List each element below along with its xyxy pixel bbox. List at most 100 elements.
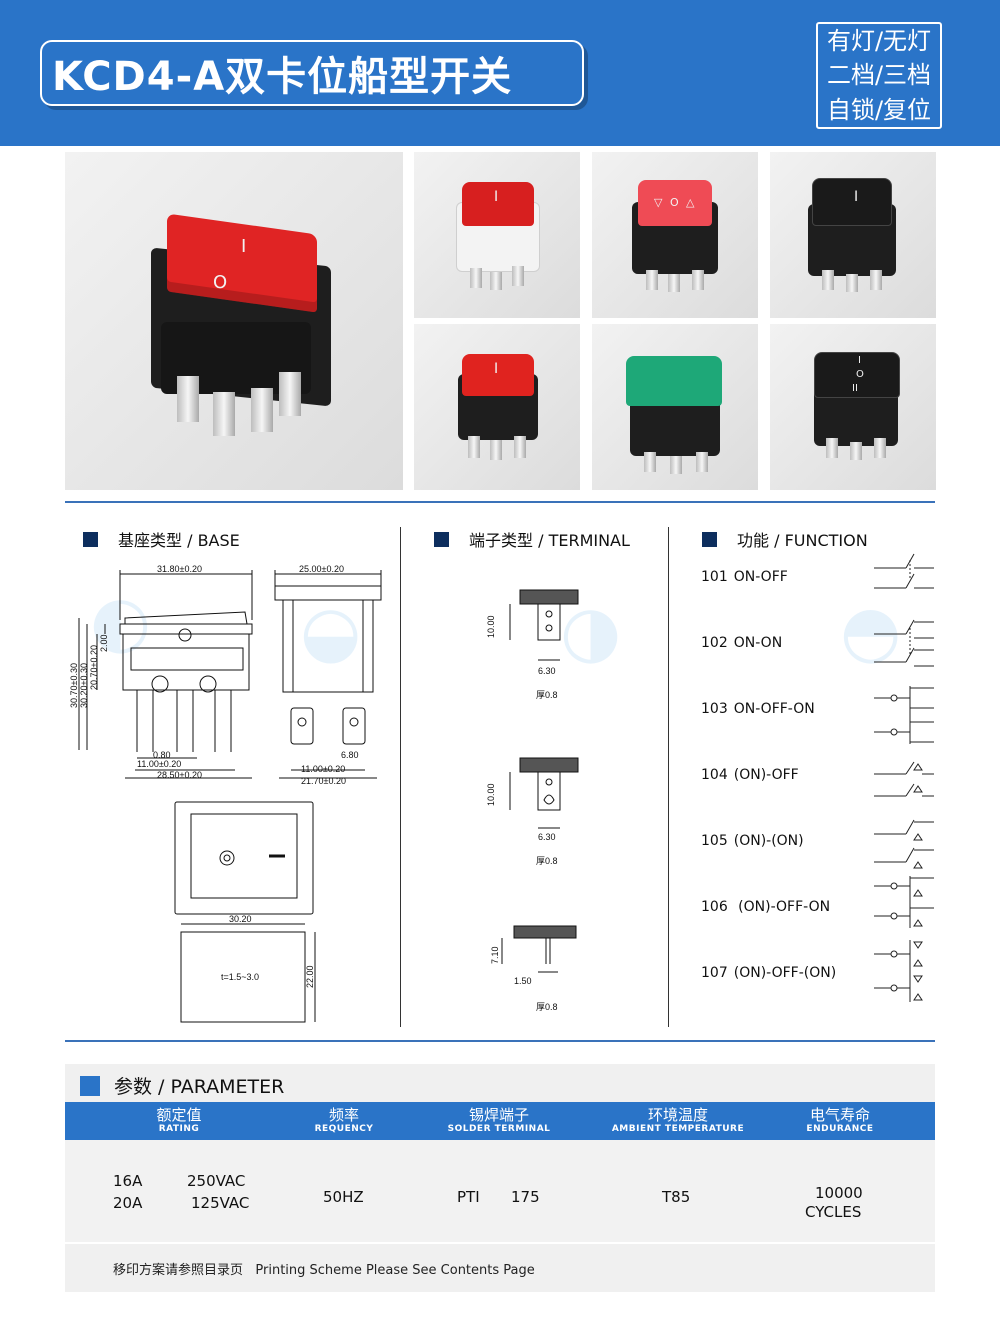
function-code: 102 xyxy=(701,635,728,651)
function-code: 101 xyxy=(701,569,728,585)
dim-d2: 11.00±0.20 xyxy=(137,759,181,769)
column-divider xyxy=(400,527,401,1027)
dim-h4: 2.00 xyxy=(99,634,109,652)
function-code: 103 xyxy=(701,701,728,717)
terminal-1-width: 6.30 xyxy=(538,666,556,676)
rocker-symbol: I xyxy=(494,189,499,205)
rocker-symbol-on: I xyxy=(241,236,247,257)
variant-photo-4: I xyxy=(414,324,580,490)
rocker-symbol-off: O xyxy=(213,272,228,293)
switch-rocker xyxy=(462,182,534,226)
terminal-2-height: 10.00 xyxy=(486,783,496,806)
col-frequency: 频率 REQUENCY xyxy=(285,1102,403,1140)
terminal-1-height: 10.00 xyxy=(486,615,496,638)
terminal-1-thickness: 厚0.8 xyxy=(536,690,558,700)
function-name: (ON)-OFF-(ON) xyxy=(733,965,837,981)
col-rating: 额定值 RATING xyxy=(115,1102,243,1140)
heading-marker xyxy=(83,531,98,547)
terminal-pin xyxy=(846,274,858,292)
heading-marker xyxy=(434,531,449,547)
temperature-value: T85 xyxy=(662,1188,691,1206)
dim-h3: 20.70±0.20 xyxy=(89,645,99,690)
function-code: 107 xyxy=(701,965,728,981)
rocker-symbol: I xyxy=(494,361,499,377)
rocker-symbol: ▽ xyxy=(654,196,663,209)
divider-top xyxy=(65,501,935,503)
rocker-symbol: II xyxy=(852,383,858,394)
watermark: ◓ xyxy=(840,590,902,672)
base-heading-text: 基座类型 / BASE xyxy=(118,531,240,550)
terminal-pin xyxy=(696,452,708,472)
base-drawing: 31.80±0.20 25.00±0.20 30.70±0.30 30.20±0… xyxy=(69,564,382,1023)
col-rating-en: RATING xyxy=(158,1124,200,1134)
endurance-unit: CYCLES xyxy=(805,1203,862,1221)
terminal-2-width: 6.30 xyxy=(538,832,556,842)
divider-middle xyxy=(65,1040,935,1042)
terminal-pin xyxy=(668,274,680,292)
function-name: (ON)-OFF xyxy=(733,767,799,783)
dim-d4: 6.80 xyxy=(341,750,359,760)
function-105: 105 (ON)-(ON) xyxy=(701,833,804,849)
dim-h1: 30.70±0.30 xyxy=(69,663,79,708)
rocker-symbol: O xyxy=(670,196,679,209)
switch-rocker xyxy=(638,180,712,226)
terminal-pin xyxy=(279,372,301,416)
frequency-value: 50HZ xyxy=(323,1188,364,1206)
dim-side-width: 25.00±0.20 xyxy=(299,564,344,574)
terminal-pin xyxy=(490,440,502,460)
dim-d1: 0.80 xyxy=(153,750,171,760)
tag-light: 有灯/无灯 xyxy=(826,27,932,56)
variant-photo-5 xyxy=(592,324,758,490)
terminal-pin xyxy=(177,376,199,422)
function-code: 106 xyxy=(701,899,728,915)
rating-amp-2: 20A xyxy=(113,1194,143,1212)
switch-rocker xyxy=(814,352,900,398)
parameter-table-header: 额定值 RATING 频率 REQUENCY 锡焊端子 SOLDER TERMI… xyxy=(65,1102,935,1140)
terminal-pin xyxy=(251,388,273,432)
variant-photo-6: I O II xyxy=(770,324,936,490)
main-product-photo: I O xyxy=(65,152,403,490)
parameter-table-body xyxy=(65,1140,935,1244)
terminal-pin xyxy=(644,452,656,472)
dim-top-width: 31.80±0.20 xyxy=(157,564,202,574)
column-divider xyxy=(668,527,669,1027)
printing-note: 移印方案请参照目录页 Printing Scheme Please See Co… xyxy=(113,1263,535,1278)
rocker-symbol: I xyxy=(854,189,859,205)
dim-panel-thickness: t=1.5~3.0 xyxy=(221,972,259,982)
col-endurance: 电气寿命 ENDURANCE xyxy=(781,1102,899,1140)
variant-photo-1: I xyxy=(414,152,580,318)
function-name: ON-OFF-ON xyxy=(733,701,815,717)
terminal-2-thickness: 厚0.8 xyxy=(536,856,558,866)
function-code: 105 xyxy=(701,833,728,849)
heading-marker xyxy=(80,1075,100,1096)
title-box: KCD4-A双卡位船型开关 xyxy=(40,40,584,106)
terminal-drawing: 10.00 6.30 厚0.8 10.00 6.30 厚0.8 7.10 1.5… xyxy=(486,589,579,1012)
col-endurance-cn: 电气寿命 xyxy=(809,1106,870,1124)
col-temperature: 环境温度 AMBIENT TEMPERATURE xyxy=(607,1102,749,1140)
rating-amp-1: 16A xyxy=(113,1172,143,1190)
terminal-pin xyxy=(850,442,862,460)
terminal-pin xyxy=(468,436,480,458)
terminal-pin xyxy=(512,266,524,286)
header-banner: KCD4-A双卡位船型开关 有灯/无灯 二档/三档 自锁/复位 xyxy=(0,0,1000,146)
function-heading: 功能 / FUNCTION xyxy=(702,527,868,551)
dim-d5: 11.00±0.20 xyxy=(301,764,345,774)
tag-lock: 自锁/复位 xyxy=(826,95,932,124)
terminal-pin xyxy=(646,270,658,290)
function-name: (ON)-(ON) xyxy=(733,833,804,849)
function-name: ON-ON xyxy=(733,635,783,651)
col-temperature-en: AMBIENT TEMPERATURE xyxy=(611,1124,745,1134)
function-code: 104 xyxy=(701,767,728,783)
terminal-pin xyxy=(822,270,834,290)
col-frequency-en: REQUENCY xyxy=(314,1124,374,1134)
terminal-pin xyxy=(692,270,704,290)
switch-rocker xyxy=(626,356,722,406)
col-solder-en: SOLDER TERMINAL xyxy=(447,1124,551,1134)
function-schematics xyxy=(874,553,934,1002)
function-102: 102 ON-ON xyxy=(701,635,782,651)
col-temperature-cn: 环境温度 xyxy=(647,1106,708,1124)
base-heading: 基座类型 / BASE xyxy=(83,527,240,551)
dim-panel-height: 22.00 xyxy=(305,965,315,988)
endurance-number: 10000 xyxy=(815,1184,863,1202)
